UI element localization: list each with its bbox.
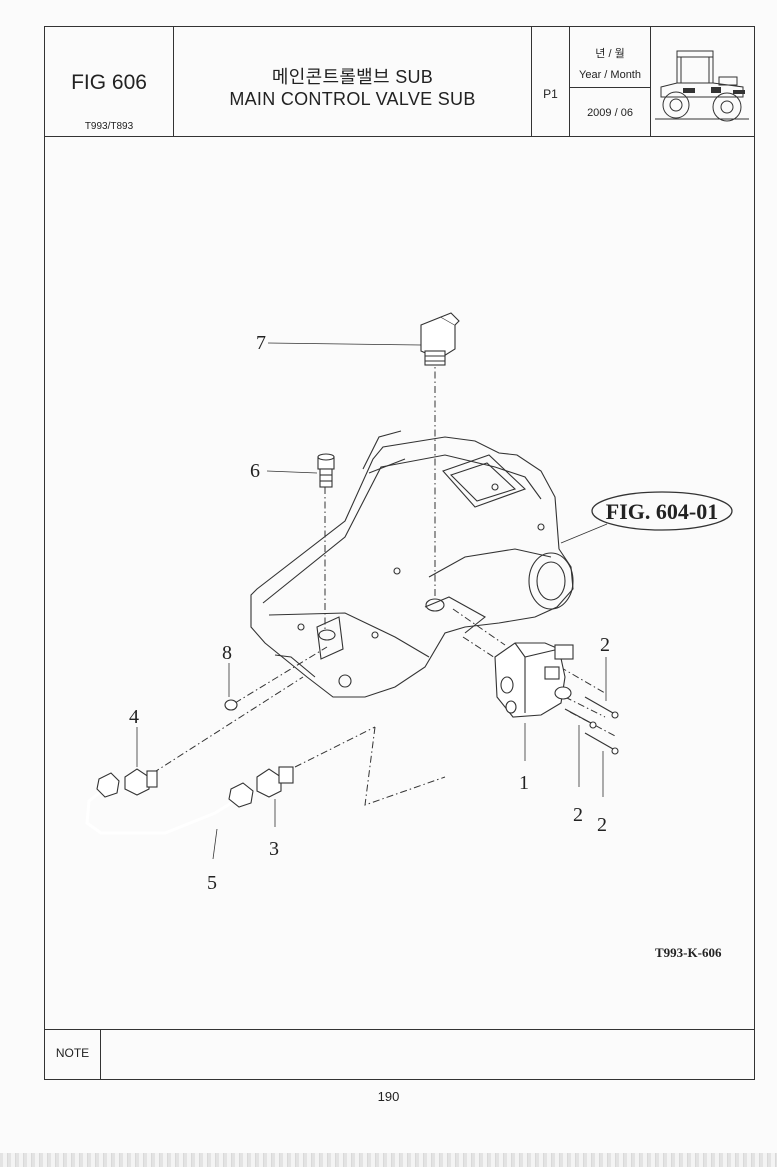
callout-4: 4	[129, 706, 139, 728]
callout-2-lower-left: 2	[573, 804, 583, 826]
title-block: FIG 606 T993/T893 메인콘트롤밸브 SUB MAIN CONTR…	[45, 27, 754, 137]
callout-5: 5	[207, 872, 217, 894]
scan-edge	[0, 1153, 777, 1167]
part-2-bolts	[564, 696, 619, 755]
page-frame: FIG 606 T993/T893 메인콘트롤밸브 SUB MAIN CONTR…	[44, 26, 755, 1080]
tractor-icon	[655, 50, 749, 122]
part-5-pipe	[85, 772, 254, 835]
date-divider	[570, 87, 650, 88]
callout-2-lower-right: 2	[597, 814, 607, 836]
assembly-lines	[152, 357, 618, 806]
callout-8: 8	[222, 642, 232, 664]
housing-outline	[250, 430, 574, 698]
drawing-code: T993-K-606	[655, 945, 722, 960]
date-value: 2009 / 06	[587, 107, 633, 119]
part-4-adapter	[124, 768, 158, 796]
date-label-korean: 년 / 월	[595, 48, 625, 60]
title-cell: 메인콘트롤밸브 SUB MAIN CONTROL VALVE SUB	[174, 27, 532, 136]
title-korean: 메인콘트롤밸브 SUB	[271, 67, 434, 87]
callout-6: 6	[250, 460, 260, 482]
leader-lines	[136, 342, 607, 860]
page-number: 190	[377, 1089, 400, 1104]
title-english: MAIN CONTROL VALVE SUB	[229, 89, 476, 109]
callout-1: 1	[519, 772, 529, 794]
note-label: NOTE	[45, 1030, 101, 1079]
callout-2-top: 2	[600, 634, 610, 656]
part-3-adapter	[256, 766, 294, 798]
logo-cell	[651, 27, 754, 136]
figure-cell: FIG 606 T993/T893	[45, 27, 174, 136]
callout-numbers: 7 6 8 4 3 5 1 2 2 2	[129, 332, 610, 894]
exploded-view-diagram: FIG. 604-01 7 6 8 4 3 5 1 2 2 2	[85, 312, 733, 960]
figure-number: FIG 606	[71, 71, 147, 94]
reference-figure-label: FIG. 604-01	[606, 499, 718, 524]
date-label-english: Year / Month	[579, 69, 641, 81]
note-row: NOTE	[45, 1029, 754, 1079]
callout-7: 7	[256, 332, 266, 354]
date-cell: 년 / 월 Year / Month 2009 / 06	[570, 27, 651, 136]
reference-callout: FIG. 604-01	[560, 491, 733, 544]
callout-3: 3	[269, 838, 279, 860]
part-6-relief-valve	[317, 453, 335, 488]
sheet-page: P1	[543, 87, 558, 101]
page-cell: P1	[532, 27, 570, 136]
part-8-plug	[224, 699, 238, 711]
model-codes: T993/T893	[84, 121, 134, 132]
part-7-elbow-fitting	[420, 312, 460, 366]
part-1-control-valve	[494, 642, 574, 718]
